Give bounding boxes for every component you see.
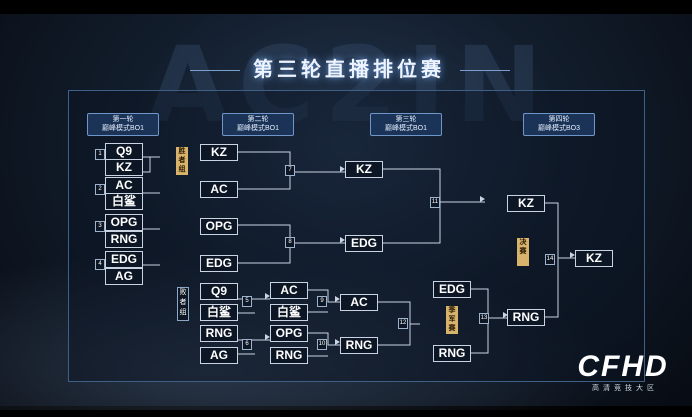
match-number-11: 11 — [430, 197, 440, 208]
match-number-12: 12 — [398, 318, 408, 329]
team-box: 白鲨 — [200, 304, 238, 321]
champion-box: KZ — [575, 250, 613, 267]
team-box: RNG — [200, 325, 238, 342]
team-box: RNG — [433, 345, 471, 362]
team-box: EDG — [345, 235, 383, 252]
team-box: 白鲨 — [270, 304, 308, 321]
team-box: AG — [105, 268, 143, 285]
team-box: EDG — [433, 281, 471, 298]
match-number-2: 2 — [95, 184, 105, 195]
match-number-5: 5 — [242, 296, 252, 307]
cfhd-logo: CFHD — [577, 350, 669, 383]
team-box: OPG — [200, 218, 238, 235]
match-number-13: 13 — [479, 313, 489, 324]
team-box: KZ — [105, 159, 143, 176]
match-number-10: 10 — [317, 339, 327, 350]
match-number-4: 4 — [95, 259, 105, 270]
round-header-4: 第四轮巅峰模式BO3 — [523, 113, 595, 136]
background-watermark: AC2IN — [147, 24, 553, 146]
losers-bracket-tag: 败者组 — [177, 287, 189, 321]
match-number-8: 8 — [285, 237, 295, 248]
page-title: 第三轮直播排位赛 — [253, 59, 445, 81]
team-box: RNG — [105, 231, 143, 248]
team-box: KZ — [200, 144, 238, 161]
match-number-7: 7 — [285, 165, 295, 176]
team-box: OPG — [270, 325, 308, 342]
letterbox-bottom — [0, 406, 692, 417]
team-box: RNG — [507, 309, 545, 326]
match-number-6: 6 — [242, 339, 252, 350]
title-decoration-right — [460, 70, 510, 71]
match-number-3: 3 — [95, 221, 105, 232]
team-box: EDG — [200, 255, 238, 272]
match-number-9: 9 — [317, 296, 327, 307]
match-number-1: 1 — [95, 149, 105, 160]
team-box: AC — [105, 177, 143, 194]
team-box: RNG — [270, 347, 308, 364]
team-box: EDG — [105, 251, 143, 268]
team-box: KZ — [507, 195, 545, 212]
final-tag: 决赛 — [517, 238, 529, 266]
team-box: AG — [200, 347, 238, 364]
team-box: Q9 — [105, 143, 143, 160]
team-box: KZ — [345, 161, 383, 178]
title-decoration-left — [190, 70, 240, 71]
round-header-2: 第二轮巅峰模式BO1 — [222, 113, 294, 136]
match-number-14: 14 — [545, 254, 555, 265]
round-header-3: 第三轮巅峰模式BO1 — [370, 113, 442, 136]
team-box: RNG — [340, 337, 378, 354]
cfhd-logo-subtitle: 高清竞技大区 — [592, 385, 658, 392]
team-box: AC — [270, 282, 308, 299]
quarter-final-tag: 季军赛 — [446, 306, 458, 334]
team-box: AC — [200, 181, 238, 198]
team-box: OPG — [105, 214, 143, 231]
letterbox-top — [0, 0, 692, 14]
team-box: Q9 — [200, 283, 238, 300]
round-header-1: 第一轮巅峰模式BO1 — [87, 113, 159, 136]
team-box: AC — [340, 294, 378, 311]
winners-bracket-tag: 胜者组 — [176, 147, 188, 175]
team-box: 白鲨 — [105, 193, 143, 210]
